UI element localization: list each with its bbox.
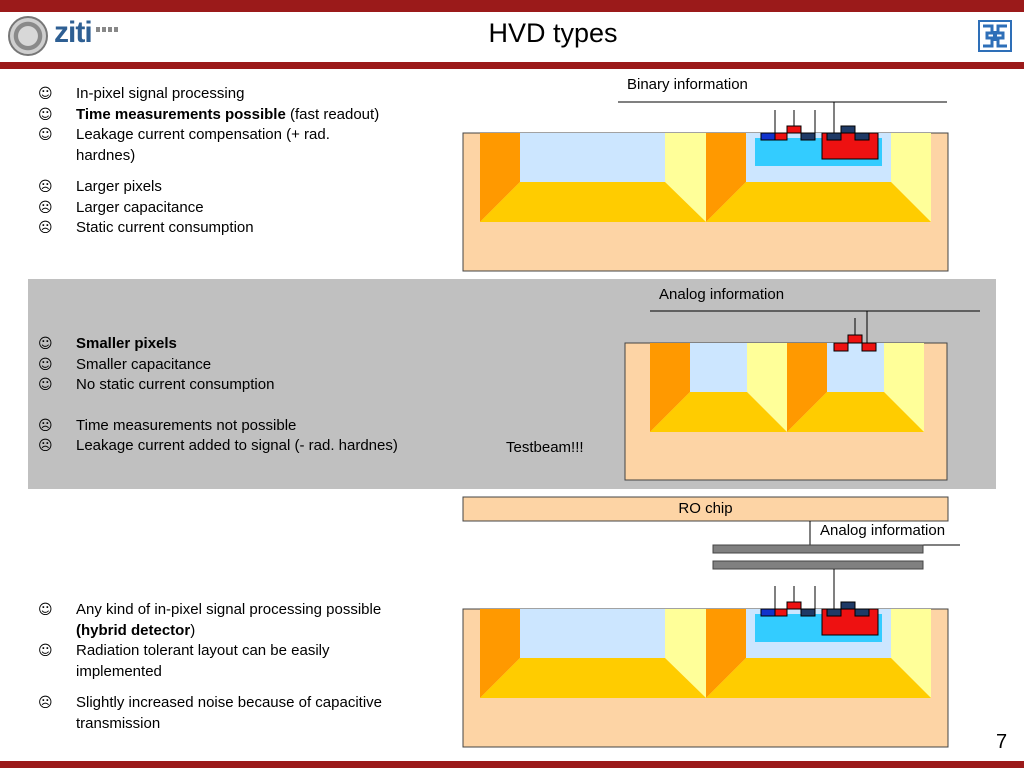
analog-information-label-hybrid: Analog information xyxy=(820,522,946,539)
ro-chip-label: RO chip xyxy=(678,500,733,517)
footer-bar xyxy=(0,761,1024,768)
detector-diagram-binary xyxy=(462,101,949,272)
frown-icon: ☹ xyxy=(38,179,53,195)
analog-information-label: Analog information xyxy=(659,286,785,303)
list-item: ☺Radiation tolerant layout can be easily… xyxy=(38,642,330,680)
list-item: ☺Leakage current compensation (+ rad. ha… xyxy=(38,126,330,164)
list-item: ☹Static current consumption xyxy=(28,218,388,239)
list-item: ☺Time measurements possible (fast readou… xyxy=(28,105,388,126)
frown-icon: ☹ xyxy=(38,417,53,434)
section3-list: ☺Any kind of in-pixel signal processing … xyxy=(28,600,388,734)
university-seal-icon xyxy=(8,16,48,56)
list-item: ☺In-pixel signal processing xyxy=(28,84,388,105)
list-item: ☹Larger pixels xyxy=(28,177,388,198)
list-item: ☹Leakage current added to signal (- rad.… xyxy=(28,436,468,457)
frown-icon: ☹ xyxy=(38,695,53,711)
header-underline xyxy=(0,62,1024,69)
testbeam-note: Testbeam!!! xyxy=(506,439,584,456)
list-item: ☺Smaller pixels xyxy=(28,334,468,355)
frown-icon: ☹ xyxy=(38,220,53,236)
list-item: ☺Smaller capacitance xyxy=(28,355,468,376)
smiley-icon: ☺ xyxy=(38,377,53,393)
frown-icon: ☹ xyxy=(38,438,53,454)
smiley-icon: ☺ xyxy=(38,127,53,143)
list-item: ☹Slightly increased noise because of cap… xyxy=(38,694,383,732)
list-item: ☹Larger capacitance xyxy=(28,198,388,219)
ziti-logo: ziti xyxy=(54,16,93,49)
smiley-icon: ☺ xyxy=(38,336,53,352)
smiley-icon: ☺ xyxy=(38,106,53,123)
list-item: ☺Any kind of in-pixel signal processing … xyxy=(38,601,382,639)
smiley-icon: ☺ xyxy=(38,356,53,373)
section1-list: ☺In-pixel signal processing ☺Time measur… xyxy=(28,84,388,239)
page-number: 7 xyxy=(996,731,1008,753)
frown-icon: ☹ xyxy=(38,199,53,216)
list-item: ☹Time measurements not possible xyxy=(28,416,468,437)
page-title: HVD types xyxy=(488,18,618,48)
header-bar xyxy=(0,0,1024,12)
smiley-icon: ☺ xyxy=(38,602,53,618)
institute-logo-icon xyxy=(978,20,1012,52)
smiley-icon: ☺ xyxy=(38,86,53,102)
list-item: ☺No static current consumption xyxy=(28,375,468,396)
logo-dots xyxy=(96,27,120,32)
binary-information-label: Binary information xyxy=(627,76,748,93)
section2-list: ☺Smaller pixels ☺Smaller capacitance ☺No… xyxy=(28,334,468,457)
smiley-icon: ☺ xyxy=(38,643,53,659)
